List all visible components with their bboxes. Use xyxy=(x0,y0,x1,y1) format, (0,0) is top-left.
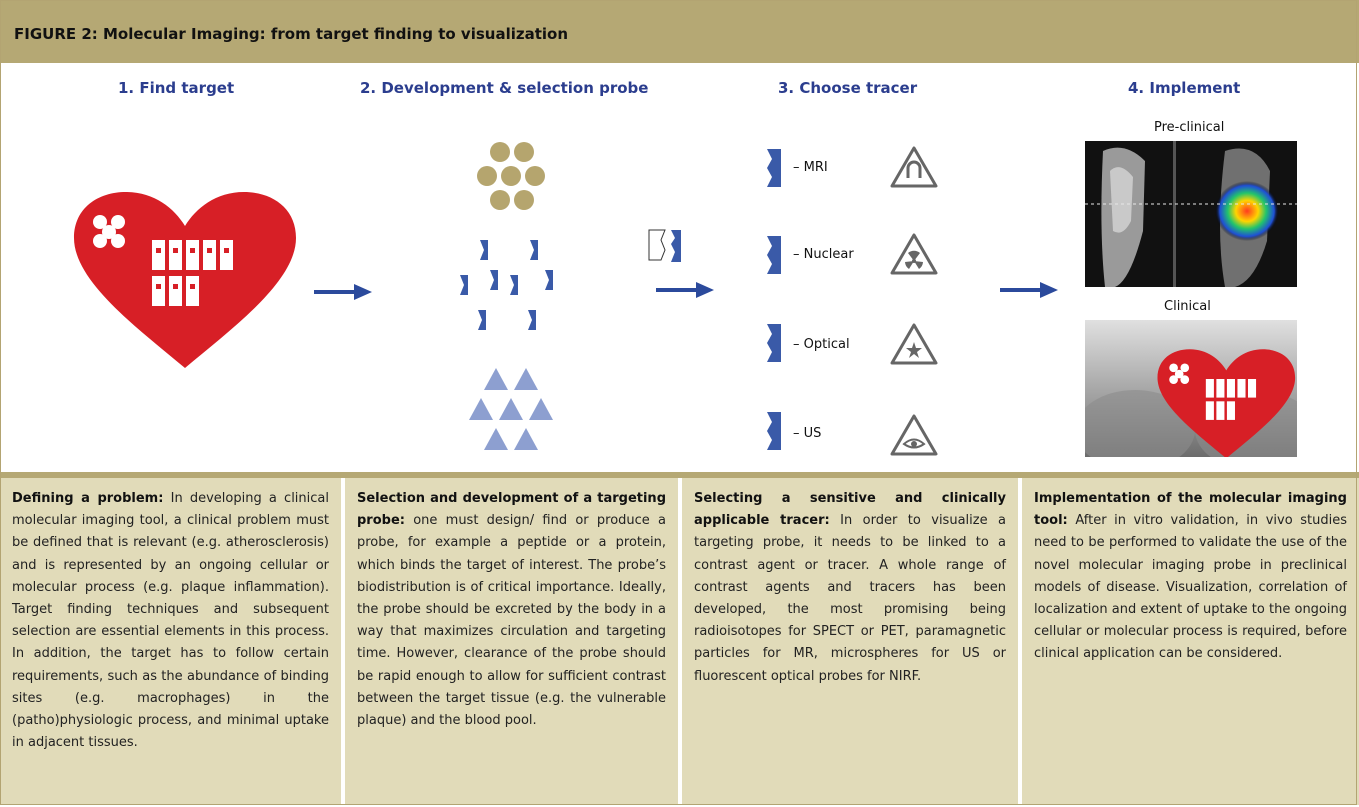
panel-heading: Selecting a sensitive and clinically app… xyxy=(694,491,1006,529)
tracer-probe-mri-icon xyxy=(767,149,781,187)
panel-body: one must design/ find or produce a probe… xyxy=(357,513,666,729)
preclinical-scan-image xyxy=(1085,141,1297,287)
arrow-right-icon xyxy=(1000,282,1058,298)
preclinical-label: Pre-clinical xyxy=(1154,120,1225,135)
step-title-choose-tracer: 3. Choose tracer xyxy=(778,79,918,97)
radiation-warning-icon xyxy=(890,233,938,275)
tracer-probe-us-icon xyxy=(767,412,781,450)
figure-header: FIGURE 2: Molecular Imaging: from target… xyxy=(0,0,1359,63)
clinical-label: Clinical xyxy=(1164,299,1211,314)
panel-divider xyxy=(678,478,682,805)
panel-implementation: Implementation of the molecular imaging … xyxy=(1022,478,1359,805)
probe-receptors-illustration xyxy=(460,240,553,330)
step-title-find-target: 1. Find target xyxy=(118,79,235,97)
probe-triangles-illustration xyxy=(469,368,553,450)
panel-divider xyxy=(1018,478,1022,805)
panel-selection-probe: Selection and development of a targeting… xyxy=(345,478,678,805)
panel-defining-problem: Defining a problem: In developing a clin… xyxy=(0,478,341,805)
panel-top-band xyxy=(0,472,1359,478)
step-title-development: 2. Development & selection probe xyxy=(360,79,649,97)
panel-divider xyxy=(341,478,345,805)
panel-body: In order to visualize a targeting probe,… xyxy=(694,513,1006,684)
panel-heading: Implementation of the molecular imaging … xyxy=(1034,491,1347,529)
figure-title: FIGURE 2: Molecular Imaging: from target… xyxy=(14,25,569,43)
tracer-label-us: – US xyxy=(793,426,822,441)
magnet-warning-icon xyxy=(890,146,938,188)
star-warning-icon xyxy=(890,323,938,365)
heart-target-illustration xyxy=(74,192,296,368)
tracer-label-nuclear: – Nuclear xyxy=(793,247,854,262)
panel-body: In developing a clinical molecular imagi… xyxy=(12,491,329,751)
tracer-label-mri: – MRI xyxy=(793,160,828,175)
clinical-scan-image xyxy=(1085,320,1297,457)
panel-heading: Selection and development of a targeting… xyxy=(357,491,666,529)
panel-selecting-tracer: Selecting a sensitive and clinically app… xyxy=(682,478,1018,805)
panel-body: After in vitro validation, in vivo studi… xyxy=(1034,513,1347,662)
arrow-right-icon xyxy=(314,284,372,300)
tracer-probe-nuclear-icon xyxy=(767,236,781,274)
arrow-right-icon xyxy=(656,282,714,298)
probe-link-icon xyxy=(648,229,681,262)
step-title-implement: 4. Implement xyxy=(1128,79,1241,97)
probe-circles-illustration xyxy=(477,142,545,210)
tracer-probe-optical-icon xyxy=(767,324,781,362)
eye-warning-icon xyxy=(890,414,938,456)
panel-heading: Defining a problem: xyxy=(12,491,164,506)
tracer-label-optical: – Optical xyxy=(793,337,850,352)
